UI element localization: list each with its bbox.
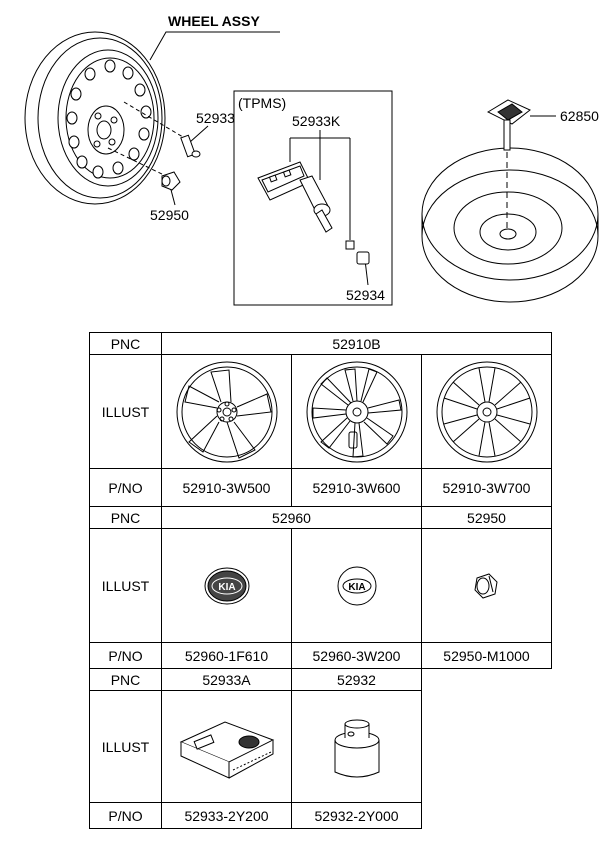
tpms-valve-cap-icon: [345, 240, 370, 265]
sealant-bottle-icon: [334, 719, 379, 777]
row-label-pno: P/NO: [89, 642, 162, 669]
table-row: PNC 52960 52950: [89, 506, 552, 529]
spare-tire-icon: [421, 147, 599, 303]
valve-stem-icon: [180, 134, 201, 158]
row-label-pno: P/NO: [89, 468, 162, 507]
illust-cell: [291, 690, 422, 803]
tpms-sensor-icon: [257, 161, 333, 233]
alloy-wheel-5-spoke-icon: [176, 361, 277, 462]
tpms-box: [233, 90, 393, 306]
row-label-illust: ILLUST: [89, 690, 162, 803]
pno-cell: 52910-3W600: [291, 468, 422, 507]
table-row: ILLUST: [89, 690, 552, 803]
spare-tire-hold-down-bolt-icon: [486, 99, 556, 228]
pnc-52960: 52960: [161, 506, 422, 529]
table-row: PNC 52933A 52932: [89, 668, 552, 691]
pno-cell: 52910-3W700: [421, 468, 552, 507]
lug-nut-icon: [161, 171, 181, 191]
pno-cell: 52932-2Y000: [291, 802, 422, 829]
illust-cell: [291, 354, 422, 469]
callout-52934: 52934: [346, 287, 385, 303]
illust-cell: KIA: [291, 528, 422, 643]
illust-cell: [161, 690, 292, 803]
pnc-52950: 52950: [421, 506, 552, 529]
pno-cell: 52933-2Y200: [161, 802, 292, 829]
row-label-pnc: PNC: [89, 668, 162, 691]
parts-table: PNC 52910B ILLUST: [89, 332, 552, 829]
pnc-52932: 52932: [291, 668, 422, 691]
lug-nut-icon: [473, 572, 498, 599]
pnc-52910b: 52910B: [161, 332, 552, 355]
kia-emblem-cap-icon: KIA: [204, 567, 249, 604]
steel-wheel-icon: [24, 31, 166, 205]
table-row: P/NO 52960-1F610 52960-3W200 52950-M1000: [89, 642, 552, 669]
tpms-title: (TPMS): [238, 95, 287, 111]
illust-cell: [421, 528, 552, 643]
svg-text:KIA: KIA: [218, 582, 235, 593]
table-row: PNC 52910B: [89, 332, 552, 355]
svg-text:KIA: KIA: [348, 582, 365, 593]
callout-52950: 52950: [150, 207, 189, 223]
row-label-illust: ILLUST: [89, 528, 162, 643]
pno-cell: 52960-3W200: [291, 642, 422, 669]
table-row: P/NO 52910-3W500 52910-3W600 52910-3W700: [89, 468, 552, 507]
alloy-wheel-multi-spoke-icon: [436, 361, 537, 462]
table-row: P/NO 52933-2Y200 52932-2Y000: [89, 802, 552, 829]
row-label-illust: ILLUST: [89, 354, 162, 469]
callout-52933: 52933: [196, 110, 235, 126]
callout-62850: 62850: [560, 108, 599, 124]
illust-cell: KIA: [161, 528, 292, 643]
row-label-pnc: PNC: [89, 332, 162, 355]
pnc-52933a: 52933A: [161, 668, 292, 691]
table-row: ILLUST: [89, 354, 552, 469]
illust-cell: [161, 354, 292, 469]
illust-cell: [421, 354, 552, 469]
pno-cell: 52960-1F610: [161, 642, 292, 669]
pno-cell: 52910-3W500: [161, 468, 292, 507]
row-label-pnc: PNC: [89, 506, 162, 529]
alloy-wheel-10-spoke-icon: [306, 361, 407, 462]
callout-52933k: 52933K: [292, 113, 341, 129]
table-row: ILLUST KIA KIA: [89, 528, 552, 643]
wheel-assy-label: WHEEL ASSY: [168, 13, 260, 29]
kia-emblem-cap-icon: KIA: [337, 566, 376, 605]
tire-mobility-kit-icon: [179, 720, 274, 779]
pno-cell: 52950-M1000: [421, 642, 552, 669]
exploded-parts-view: [24, 31, 599, 306]
row-label-pno: P/NO: [89, 802, 162, 829]
